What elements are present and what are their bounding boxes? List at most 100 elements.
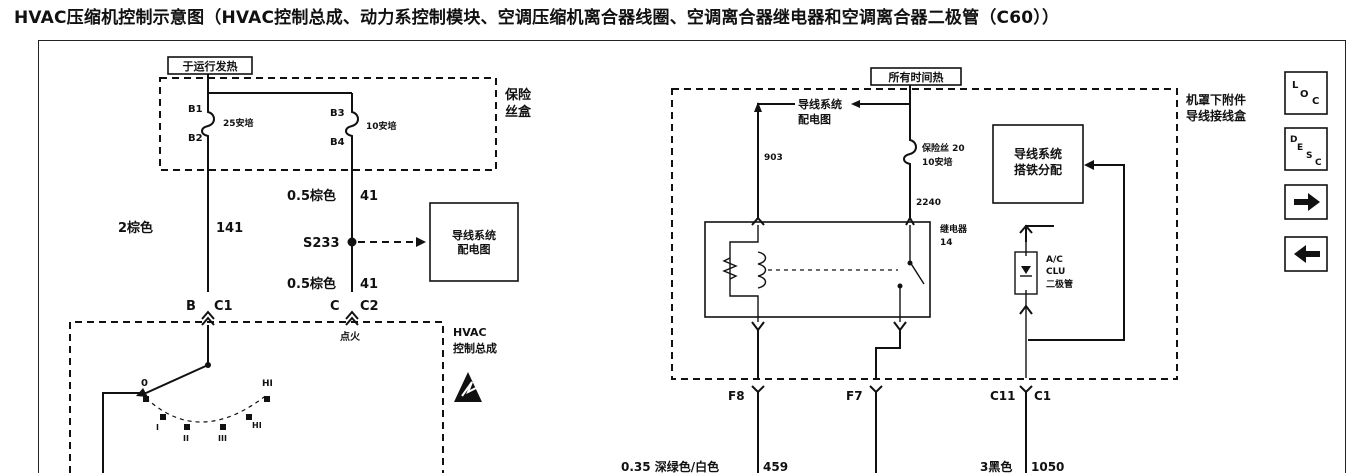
wire-41-bottom-circuit: 41 — [360, 277, 378, 292]
splice-arrow-icon — [416, 237, 426, 247]
wire-2240-label: 2240 — [916, 198, 941, 208]
fuse-25a-pin-bottom: B2 — [188, 133, 203, 144]
conn-c-pin: C — [330, 299, 340, 314]
conn-b-pin: B — [186, 299, 196, 314]
splice-s233-label: S233 — [303, 236, 340, 251]
fuse-10a-pin-bottom: B4 — [330, 137, 345, 148]
location-button[interactable]: L O C — [1284, 71, 1328, 115]
loc-o: O — [1300, 89, 1309, 100]
splice-s233-dot — [347, 237, 357, 247]
underhood-label-1: 机罩下附件 — [1186, 92, 1246, 107]
wire-903-label: 903 — [764, 153, 783, 163]
wire-1050-spec: 3黑色 — [980, 459, 1012, 473]
relay-label: 继电器 — [940, 223, 968, 235]
right-arrow-icon — [1294, 193, 1320, 211]
relay-resistor-icon — [722, 257, 738, 280]
ignition-label: 点火 — [340, 330, 361, 343]
wire-41-top-spec: 0.5棕色 — [287, 188, 336, 204]
page-title: HVAC压缩机控制示意图（HVAC控制总成、动力系控制模块、空调压缩机离合器线圈… — [14, 8, 1060, 28]
hvac-assembly-outline — [69, 321, 444, 473]
switch-output-wire — [102, 392, 146, 473]
esd-warning-icon — [454, 372, 482, 402]
power-bus — [207, 74, 352, 94]
left-section: 于运行发热 保险 丝盒 B1 B2 25安培 B3 B4 10安培 2棕 — [69, 56, 532, 473]
ground-dist-1: 导线系统 — [1014, 146, 1062, 161]
hot-at-all-times-box — [870, 67, 962, 86]
relay-bottom-chevrons-icon — [751, 321, 907, 332]
wire-903-arrow-icon — [754, 102, 762, 112]
diagram-frame — [38, 40, 1346, 473]
wire-41-top-circuit: 41 — [360, 189, 378, 204]
diode-label-2: CLU — [1046, 267, 1065, 277]
nav-buttons: L O C D E S C — [1284, 71, 1328, 272]
ground-dist-arrow-icon — [1084, 160, 1094, 170]
switch-pos-3: III — [218, 434, 227, 443]
fuse-25a: B1 B2 25安培 — [188, 93, 254, 292]
next-page-button[interactable] — [1284, 184, 1328, 220]
fuse-20-rating: 10安培 — [922, 156, 953, 168]
ground-dist-box — [992, 124, 1084, 204]
wire-41-bottom-spec: 0.5棕色 — [287, 276, 336, 292]
diode-symbol-icon — [1021, 266, 1031, 274]
fuse-block-label-2: 丝盒 — [505, 104, 532, 120]
conn-b-chevron-icon — [201, 310, 215, 326]
desc-d: D — [1290, 135, 1297, 145]
hot-in-run-label: 于运行发热 — [183, 59, 238, 73]
fuse-25a-rating: 25安培 — [223, 117, 254, 129]
wiring-ref-right-arrow-icon — [851, 100, 860, 108]
underhood-box-outline — [671, 88, 1178, 380]
left-arrow-icon — [1294, 245, 1320, 263]
description-button[interactable]: D E S C — [1284, 127, 1328, 171]
desc-s: S — [1306, 151, 1312, 161]
conn-b-conn: C1 — [214, 299, 233, 314]
switch-contacts — [143, 396, 270, 430]
switch-pos-hi: HI — [252, 421, 262, 430]
hvac-label-2: 控制总成 — [453, 341, 497, 355]
diode-top-wire — [1025, 225, 1054, 242]
relay-f7-wire — [875, 330, 901, 378]
hot-in-run-box — [167, 56, 253, 75]
pin-c1: C1 — [1034, 389, 1051, 403]
fuse-10a-pin-top: B3 — [330, 108, 345, 119]
bottom-wires — [757, 392, 1027, 473]
fuse-block-outline — [159, 77, 497, 171]
wire-1050-circuit: 1050 — [1031, 460, 1064, 473]
hvac-label-1: HVAC — [453, 326, 487, 339]
hot-at-all-times-label: 所有时间热 — [889, 70, 944, 84]
fuse-block-label-1: 保险 — [504, 87, 532, 103]
fuse-20-label: 保险丝 20 — [921, 142, 965, 154]
switch-off-label: 0 — [141, 378, 148, 389]
switch-blade — [145, 364, 209, 394]
wiring-ref-box-left — [429, 202, 519, 282]
switch-pos-1: I — [156, 423, 159, 432]
underhood-label-2: 导线接线盒 — [1186, 108, 1247, 123]
pin-c11: C11 — [990, 389, 1016, 403]
pin-f8: F8 — [728, 389, 745, 403]
wire-141-spec: 2棕色 — [118, 220, 153, 236]
relay-coil-icon — [757, 251, 767, 289]
switch-hi-label: HI — [262, 379, 273, 389]
diode-label-1: A/C — [1046, 255, 1063, 265]
conn-c-conn: C2 — [360, 299, 379, 314]
relay-contact-pivot — [907, 260, 913, 266]
wiring-ref-right-1: 导线系统 — [798, 97, 842, 111]
previous-page-button[interactable] — [1284, 236, 1328, 272]
wiring-ref-left-1: 导线系统 — [452, 228, 496, 242]
loc-c: C — [1312, 96, 1319, 107]
ground-wire — [1028, 164, 1125, 341]
fuse-25a-pin-top: B1 — [188, 104, 203, 115]
relay-number: 14 — [940, 238, 953, 248]
fuse-10a-element — [345, 93, 359, 292]
diode-label-3: 二极管 — [1046, 278, 1073, 290]
fuse-10a: B3 B4 10安培 — [330, 93, 397, 292]
switch-arc — [145, 393, 269, 423]
switch-pos-2: II — [183, 434, 189, 443]
wiring-ref-right-2: 配电图 — [798, 112, 831, 126]
right-section: 所有时间热 机罩下附件 导线接线盒 导线系统 配电图 903 保险丝 20 10… — [621, 67, 1247, 473]
wire-459-spec: 0.35 深绿色/白色 — [621, 459, 719, 473]
loc-l: L — [1292, 80, 1299, 91]
ground-dist-2: 搭铁分配 — [1014, 162, 1062, 177]
fuse-25a-element — [201, 93, 215, 292]
